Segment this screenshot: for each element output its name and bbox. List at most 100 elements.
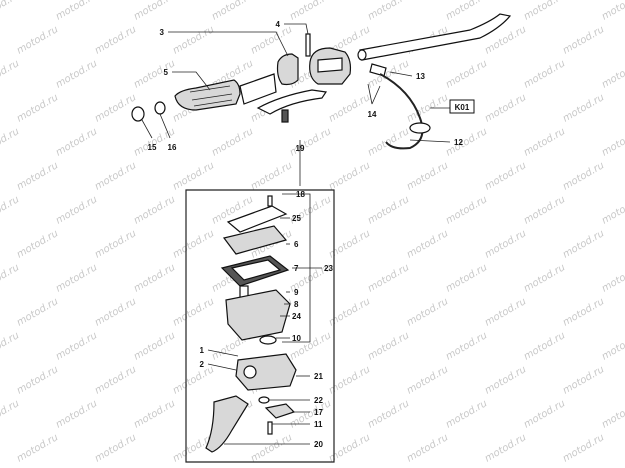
seal-ring [259, 335, 277, 345]
watermark-text: motod.ru [405, 228, 450, 260]
watermark-text: motod.ru [366, 0, 411, 23]
watermark-text: motod.ru [54, 262, 99, 294]
watermark-text: motod.ru [366, 126, 411, 158]
watermark-text: motod.ru [444, 126, 489, 158]
reference-tag-label: K01 [455, 103, 470, 112]
callout-1: 1 [200, 346, 205, 355]
callout-10: 10 [292, 334, 301, 343]
watermark-text: motod.ru [0, 398, 21, 430]
watermark-text: motod.ru [405, 432, 450, 464]
watermark-text: motod.ru [288, 398, 333, 430]
watermark-text: motod.ru [600, 58, 625, 90]
leader-lines [141, 23, 452, 445]
watermark-text: motod.ru [249, 24, 294, 56]
reservoir-body [225, 289, 291, 341]
watermark-text: motod.ru [288, 126, 333, 158]
watermark-text: motod.ru [483, 432, 528, 464]
callout-15: 15 [148, 143, 157, 152]
watermark-text: motod.ru [15, 24, 60, 56]
watermark-text: motod.ru [405, 364, 450, 396]
watermark-text: motod.ru [0, 330, 21, 362]
watermark-text: motod.ru [483, 364, 528, 396]
watermark-text: motod.ru [171, 160, 216, 192]
watermark-text: motod.ru [210, 126, 255, 158]
grip [174, 79, 241, 111]
watermark-text: motod.ru [54, 194, 99, 226]
callout-12: 12 [454, 138, 463, 147]
bar-end-cap [131, 106, 145, 122]
watermark-text: motod.ru [522, 194, 567, 226]
watermark-text: motod.ru [54, 0, 99, 23]
callout-18: 18 [296, 190, 305, 199]
watermark-text: motod.ru [54, 330, 99, 362]
lever-adjuster [281, 109, 289, 123]
cylinder-housing [235, 353, 297, 391]
watermark-text: motod.ru [132, 398, 177, 430]
callout-6: 6 [294, 240, 299, 249]
watermark-text: motod.ru [483, 296, 528, 328]
watermark-text: motod.ru [444, 58, 489, 90]
watermark-text: motod.ru [93, 24, 138, 56]
watermark-text: motod.ru [600, 262, 625, 294]
watermark-text: motod.ru [93, 296, 138, 328]
watermark-text: motod.ru [249, 432, 294, 464]
callout-14: 14 [368, 110, 377, 119]
callout-17: 17 [314, 408, 323, 417]
watermark-text: motod.ru [0, 0, 21, 23]
watermark-text: motod.ru [522, 398, 567, 430]
reference-tag-box [449, 99, 475, 114]
watermark-text: motod.ru [366, 262, 411, 294]
callout-11: 11 [314, 420, 323, 429]
watermark-text: motod.ru [327, 160, 372, 192]
watermark-text: motod.ru [210, 0, 255, 23]
watermark-text: motod.ru [522, 262, 567, 294]
brake-lever-upper [256, 89, 328, 115]
watermark-text: motod.ru [561, 228, 606, 260]
watermark-text: motod.ru [132, 262, 177, 294]
watermark-text: motod.ru [600, 330, 625, 362]
watermark-text: motod.ru [0, 194, 21, 226]
watermark-text: motod.ru [444, 398, 489, 430]
watermark-text: motod.ru [561, 24, 606, 56]
callout-9: 9 [294, 288, 299, 297]
callout-13: 13 [416, 72, 425, 81]
watermark-text: motod.ru [15, 160, 60, 192]
watermark-text: motod.ru [483, 160, 528, 192]
watermark-text: motod.ru [288, 0, 333, 23]
callout-24: 24 [292, 312, 301, 321]
callout-7: 7 [294, 264, 299, 273]
watermark-text: motod.ru [561, 92, 606, 124]
watermark-text: motod.ru [93, 364, 138, 396]
brake-lever [205, 395, 249, 453]
bolt [305, 33, 311, 57]
callout-21: 21 [314, 372, 323, 381]
callout-5: 5 [164, 68, 169, 77]
watermark-text: motod.ru [561, 296, 606, 328]
piston-bore [243, 365, 257, 379]
watermark-text: motod.ru [444, 262, 489, 294]
watermark-text: motod.ru [405, 160, 450, 192]
watermark-text: motod.ru [561, 160, 606, 192]
callout-labels: 3 4 5 15 16 19 13 14 12 18 25 6 7 23 9 8… [148, 20, 464, 449]
watermark-text: motod.ru [0, 58, 21, 90]
watermark-text: motod.ru [15, 432, 60, 464]
watermark-text: motod.ru [15, 228, 60, 260]
watermark-text: motod.ru [15, 296, 60, 328]
pivot-bushing [264, 403, 296, 419]
watermark-text: motod.ru [93, 228, 138, 260]
watermark-text: motod.ru [15, 364, 60, 396]
grip-texture [189, 85, 233, 107]
watermark-text: motod.ru [0, 262, 21, 294]
watermark-text: motod.ru [522, 330, 567, 362]
switch-housing [276, 53, 299, 86]
callout-2: 2 [200, 360, 205, 369]
watermark-text: motod.ru [366, 194, 411, 226]
watermark-text: motod.ru [561, 364, 606, 396]
watermark-text: motod.ru [600, 0, 625, 23]
watermark-text: motod.ru [366, 330, 411, 362]
detail-panel [185, 189, 335, 463]
diaphragm-inner [230, 259, 282, 281]
watermark-text: motod.ru [171, 296, 216, 328]
watermark-text: motod.ru [171, 364, 216, 396]
